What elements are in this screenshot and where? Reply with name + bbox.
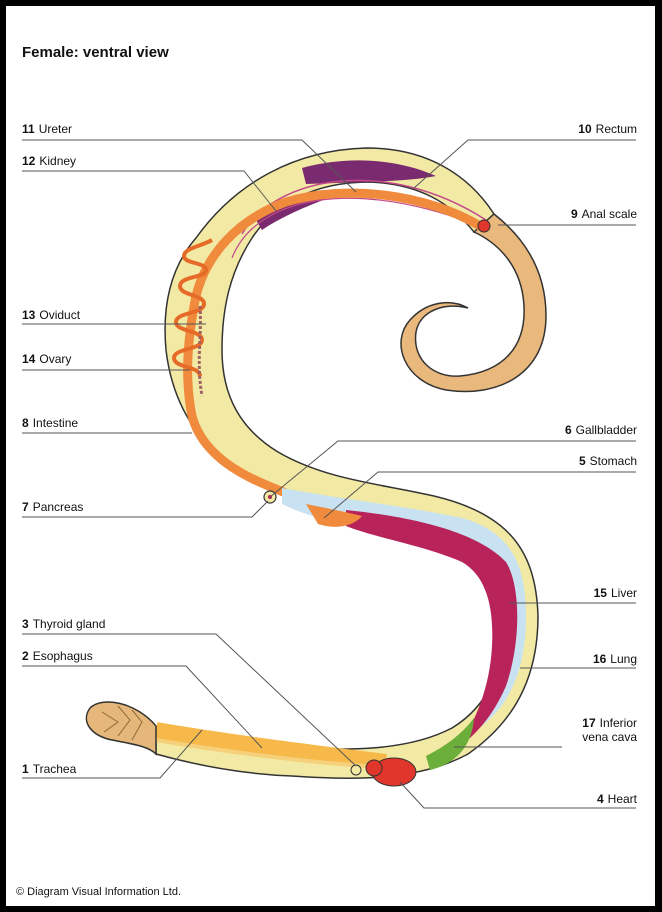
leader-3 <box>22 633 357 767</box>
leader-lines <box>22 139 636 809</box>
label-number: 5 <box>578 454 586 468</box>
label-text: Intestine <box>32 416 79 430</box>
label-number: 11 <box>22 122 35 136</box>
label-text: Esophagus <box>32 649 93 663</box>
label-text-line2: vena cava <box>582 730 637 744</box>
label-number: 13 <box>22 308 36 322</box>
label-number: 15 <box>593 586 607 600</box>
label-text: Kidney <box>39 154 77 168</box>
liver-shape <box>346 510 518 750</box>
snake-head <box>85 701 157 756</box>
vena-cava-shape <box>426 718 474 770</box>
label-number: 7 <box>22 500 29 514</box>
leader-2 <box>22 665 263 749</box>
leader-10 <box>413 139 636 189</box>
label-number: 6 <box>564 423 572 437</box>
label-number: 2 <box>22 649 29 663</box>
label-text: Heart <box>607 792 637 806</box>
copyright-notice: © Diagram Visual Information Ltd. <box>16 886 182 898</box>
snake-tail <box>400 213 547 393</box>
snake-anatomy-illustration <box>22 139 636 809</box>
label-number: 16 <box>592 652 607 666</box>
leader-6 <box>269 440 636 498</box>
label-text: Rectum <box>595 122 637 136</box>
leader-7 <box>22 500 269 518</box>
leader-1 <box>22 729 203 779</box>
label-text: Thyroid gland <box>32 617 106 631</box>
label-text: Liver <box>610 586 637 600</box>
ureter-line-2 <box>231 197 485 259</box>
label-text: Stomach <box>589 454 637 468</box>
leader-5 <box>323 471 636 519</box>
label-number: 17 <box>582 716 596 730</box>
label-number: 4 <box>596 792 604 806</box>
ovary-chain <box>197 305 204 397</box>
label-text: Ovary <box>39 352 72 366</box>
head-scales <box>101 705 143 741</box>
label-number: 10 <box>578 122 592 136</box>
trachea-tube <box>155 738 367 768</box>
label-text: Gallbladder <box>575 423 637 437</box>
label-number: 3 <box>22 617 29 631</box>
label-text: Trachea <box>32 762 77 776</box>
label-text: Inferior <box>599 716 637 730</box>
diagram-title: Female: ventral view <box>22 44 169 61</box>
label-text: Ureter <box>38 122 73 136</box>
intestine-tube <box>183 188 485 517</box>
anal-scale-shape <box>477 219 491 233</box>
oviduct-coils <box>171 238 214 377</box>
leader-12 <box>22 170 277 212</box>
label-number: 12 <box>22 154 36 168</box>
label-number: 14 <box>22 352 36 366</box>
label-text: Lung <box>610 652 637 666</box>
label-number: 9 <box>570 207 578 221</box>
label-number: 8 <box>22 416 29 430</box>
label-text: Pancreas <box>32 500 84 514</box>
label-text: Anal scale <box>581 207 637 221</box>
snake-body <box>155 147 539 780</box>
stomach-shape <box>306 504 362 527</box>
label-text: Oviduct <box>39 308 81 322</box>
label-number: 1 <box>22 762 29 776</box>
leader-4 <box>399 781 636 809</box>
thyroid-gland-shape <box>350 764 362 776</box>
leader-11 <box>22 139 357 193</box>
kidney-upper <box>302 160 436 184</box>
heart-atrium <box>365 759 383 777</box>
esophagus-tube <box>154 722 387 770</box>
